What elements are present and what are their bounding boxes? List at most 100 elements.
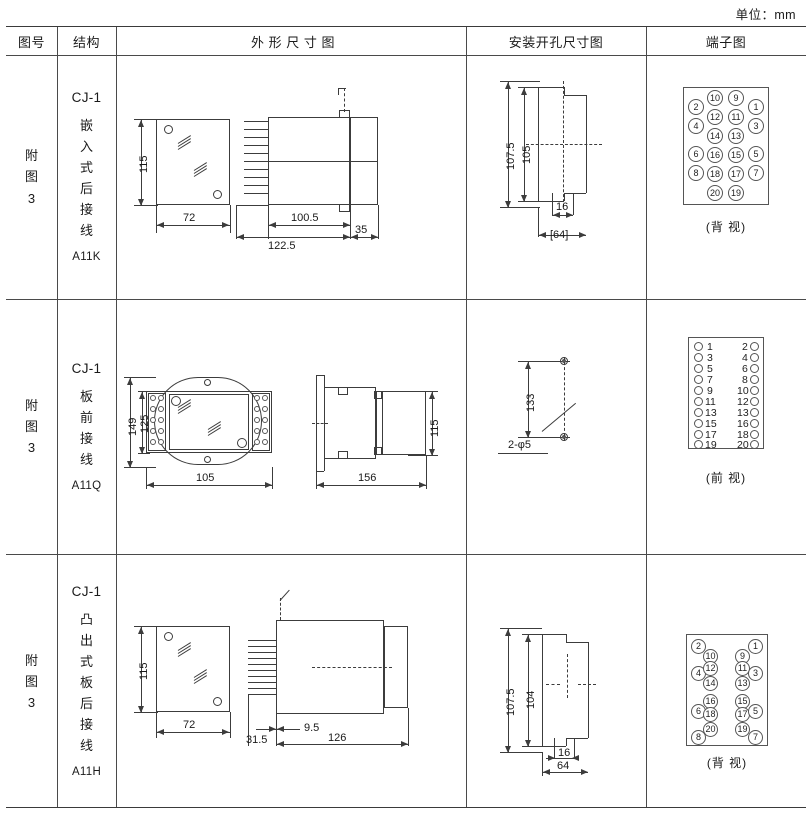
extension-line xyxy=(350,205,351,239)
terminal-10: 10 xyxy=(703,649,718,664)
arrow-head xyxy=(138,627,144,634)
hatch-mark xyxy=(207,421,224,437)
cutout-edge xyxy=(564,95,586,96)
arrow-head xyxy=(525,635,531,642)
cutout-edge xyxy=(518,87,564,88)
dim-122-5: 122.5 xyxy=(268,240,296,252)
center-line-h xyxy=(312,423,328,424)
dimension-line xyxy=(432,391,433,455)
extension-line xyxy=(156,205,157,233)
center-line-v xyxy=(564,357,565,441)
dim-105: 105 xyxy=(521,145,533,164)
structure-char: 后 xyxy=(79,181,93,197)
table-header: 图号 结构 外 形 尺 寸 图 安装开孔尺寸图 端子图 xyxy=(6,27,806,55)
extension-line xyxy=(538,207,539,237)
extension-line xyxy=(268,205,269,239)
dim-133: 133 xyxy=(525,393,537,412)
extension-line xyxy=(230,712,231,738)
terminal-13: 13 xyxy=(735,676,750,691)
terminal-dot-left xyxy=(694,353,703,362)
arrow-head xyxy=(157,222,164,228)
terminal-dot-right xyxy=(750,342,759,351)
terminal-fin xyxy=(248,646,276,647)
screw-hole xyxy=(213,697,222,706)
terminal-18: 18 xyxy=(737,429,749,441)
cutout-edge xyxy=(518,201,564,202)
terminal-3: 3 xyxy=(748,118,764,134)
hatch-mark xyxy=(193,162,210,178)
window-glass xyxy=(169,394,249,450)
terminal-8: 8 xyxy=(742,374,748,386)
arrow-head xyxy=(521,195,527,202)
terminal-dot-right xyxy=(750,419,759,428)
terminal-18: 18 xyxy=(703,707,718,722)
extension-line xyxy=(276,714,277,746)
screw-hole xyxy=(164,632,173,641)
terminal-18: 18 xyxy=(707,166,723,182)
structure-char: 接 xyxy=(79,717,93,733)
structure-model: A11Q xyxy=(71,479,102,492)
terminal-12: 12 xyxy=(703,661,718,676)
terminal-dot xyxy=(150,417,156,423)
cutout-edge xyxy=(500,207,540,208)
arrow-head xyxy=(139,447,145,454)
extension-line xyxy=(378,205,379,239)
terminal-7: 7 xyxy=(748,165,764,181)
terminal-strip-left xyxy=(148,393,166,451)
terminal-fin xyxy=(248,652,276,653)
extension-line xyxy=(134,712,158,713)
fig-no-char: 附 xyxy=(24,148,38,164)
terminal-strip-right xyxy=(252,393,270,451)
terminal-14: 14 xyxy=(703,676,718,691)
terminal-fin xyxy=(244,129,269,130)
terminal-dot-right xyxy=(750,408,759,417)
structure-char: 式 xyxy=(79,160,93,176)
screw-hole xyxy=(237,438,247,448)
screw-hole xyxy=(213,190,222,199)
cutout-edge xyxy=(574,738,575,758)
structure-char: 接 xyxy=(79,202,93,218)
extension-line xyxy=(124,377,156,378)
terminal-10: 10 xyxy=(737,385,749,397)
extension-line xyxy=(518,437,570,438)
terminal-fin xyxy=(248,694,276,695)
dim-125: 125 xyxy=(139,414,151,433)
terminal-dot xyxy=(150,428,156,434)
terminal-19: 19 xyxy=(735,722,750,737)
center-line xyxy=(344,88,345,112)
terminal-dot-left xyxy=(694,375,703,384)
screw-hole xyxy=(164,125,173,134)
extension-line xyxy=(272,467,273,489)
dim-104: 104 xyxy=(525,690,537,709)
terminal-1: 1 xyxy=(707,341,713,353)
row-1-fig-no: 附 图 3 xyxy=(6,55,57,299)
dim-72: 72 xyxy=(183,719,196,731)
mount-hole-bottom xyxy=(204,456,211,463)
dimension-line xyxy=(276,729,300,730)
header-terminal: 端子图 xyxy=(705,34,747,50)
terminal-fin xyxy=(248,688,276,689)
arrow-head xyxy=(265,482,272,488)
terminal-13b: 13 xyxy=(737,407,749,419)
terminal-dot-left xyxy=(694,419,703,428)
terminal-15: 15 xyxy=(735,694,750,709)
terminal-fin xyxy=(244,193,269,194)
structure-char: 线 xyxy=(79,451,93,467)
row-1-terminal-drawing: 2 4 6 8 10 12 14 16 18 20 9 11 13 15 17 … xyxy=(646,55,806,299)
terminal-20: 20 xyxy=(707,185,723,201)
cutout-edge xyxy=(542,634,543,746)
terminal-view-caption: (背 视) xyxy=(706,756,748,770)
col-divider-1 xyxy=(57,27,59,807)
dimension-line xyxy=(146,485,272,486)
rear-tab-top xyxy=(374,391,382,399)
header-outline: 外 形 尺 寸 图 xyxy=(251,34,335,50)
fig-no-char: 附 xyxy=(24,652,38,668)
terminal-1: 1 xyxy=(748,639,763,654)
cutout-edge xyxy=(500,81,540,82)
mount-hole-top xyxy=(204,379,211,386)
terminal-15: 15 xyxy=(728,147,744,163)
cutout-edge xyxy=(566,634,567,642)
arrow-head xyxy=(505,746,511,753)
extension-line xyxy=(156,712,157,738)
extension-line xyxy=(138,391,150,392)
